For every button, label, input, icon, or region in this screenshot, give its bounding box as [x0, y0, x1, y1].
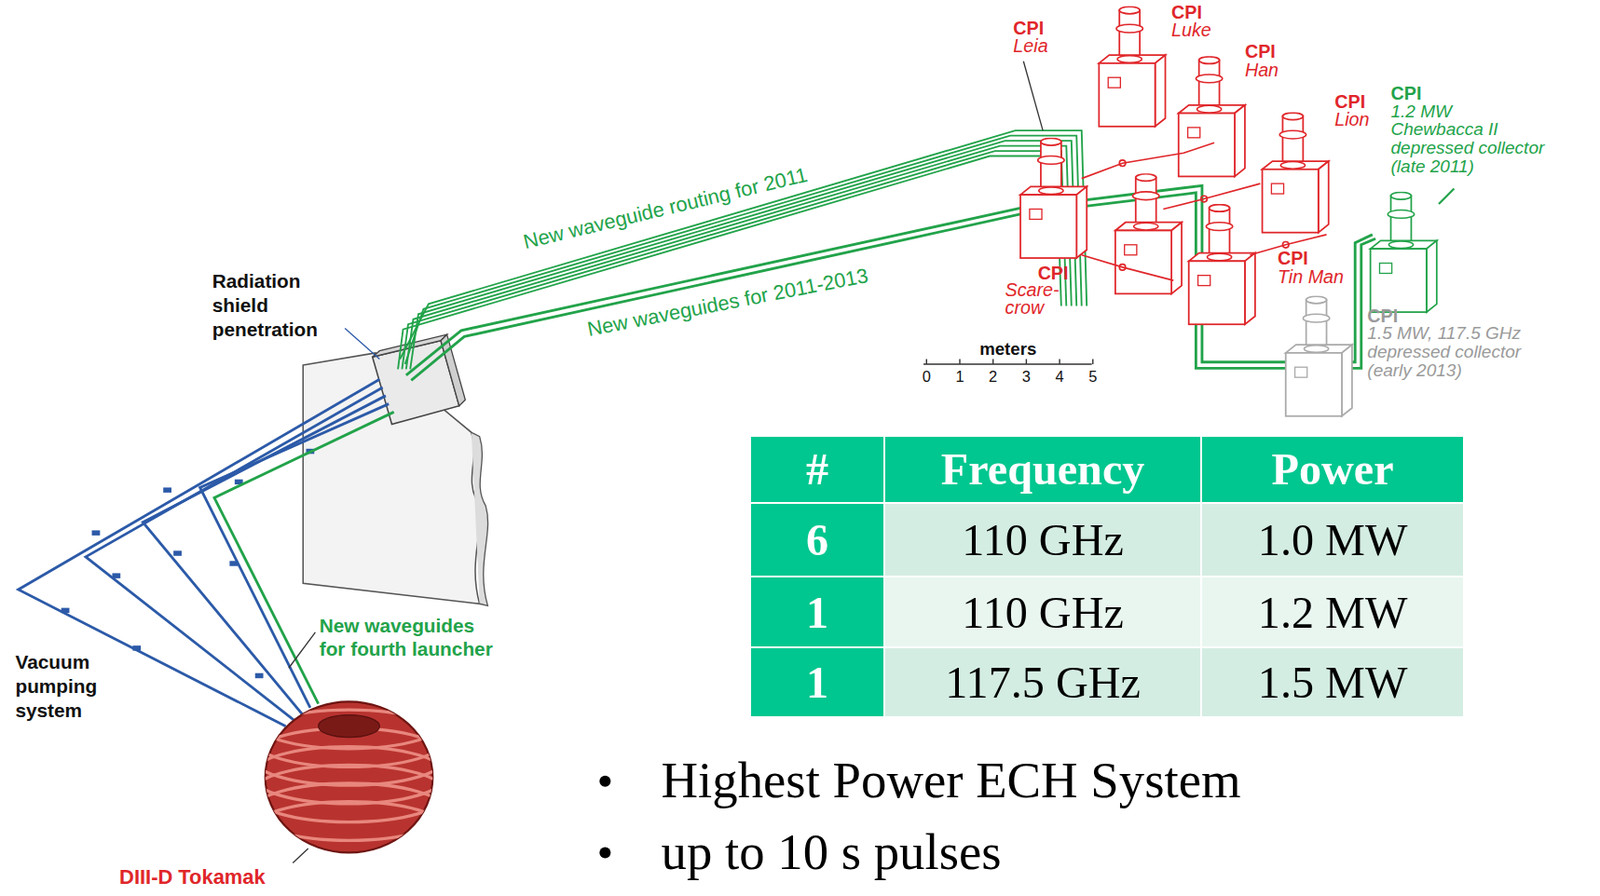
gyrotron-name: Luke	[1171, 20, 1212, 42]
tokamak-label: DIII-D Tokamak	[119, 866, 266, 889]
bullet-dot	[599, 847, 611, 859]
callout-label: New waveguides for fourth launcher	[319, 615, 500, 662]
table-cell: 1.2 MW	[1201, 576, 1465, 649]
scale-number: 0	[922, 368, 931, 385]
maker-label: CPI	[1244, 41, 1276, 63]
table-value: 6	[806, 515, 829, 565]
scale-number: 2	[988, 368, 998, 385]
table-cell: 1.5 MW	[1201, 647, 1465, 717]
bullet-dot	[599, 776, 611, 788]
table-cell: 1	[750, 647, 886, 717]
table-value: 1.2 MW	[1258, 588, 1409, 638]
table-value: 1	[806, 657, 829, 708]
maker-label: CPI	[1334, 92, 1366, 113]
table-value: 117.5 GHz	[944, 657, 1141, 708]
table-value: 1	[806, 588, 829, 638]
gyrotron-name: 1.2 MW Chewbacca II depressed collector …	[1391, 102, 1548, 178]
red-waveguides	[1081, 142, 1327, 281]
table-header: Power	[1271, 444, 1395, 494]
waveguide-label: New waveguides for 2011-2013	[585, 264, 870, 342]
table-value: 1.5 MW	[1258, 657, 1409, 708]
bullet-text: Highest Power ECH System	[661, 752, 1242, 811]
tokamak	[250, 691, 447, 860]
maker-label: CPI	[1038, 263, 1069, 285]
scale-number: 4	[1055, 368, 1065, 385]
table-cell: 117.5 GHz	[884, 647, 1201, 717]
table-cell: 110 GHz	[884, 576, 1201, 649]
scale-number: 5	[1088, 368, 1097, 385]
waveguide-label: New waveguide routing for 2011	[520, 164, 809, 254]
table-value: 110 GHz	[961, 515, 1123, 565]
table-value: 1.0 MW	[1258, 515, 1409, 565]
gyrotron-name: Scare-crow	[1005, 281, 1067, 316]
gyrotron-name: 1.5 MW, 117.5 GHz depressed collector (e…	[1367, 324, 1528, 381]
bullet-text: up to 10 s pulses	[661, 823, 1002, 883]
maker-label: CPI	[1012, 18, 1044, 40]
table-header: #	[806, 444, 829, 494]
table-cell: 1	[750, 576, 886, 649]
table-cell: 110 GHz	[884, 503, 1201, 577]
table-header-cell: #	[750, 436, 886, 504]
table-header: Frequency	[941, 444, 1146, 494]
green-waveguides	[397, 130, 1087, 370]
waveguide-fittings	[61, 449, 315, 679]
table-header-cell: Power	[1201, 436, 1465, 504]
table-value: 110 GHz	[961, 588, 1123, 638]
table-cell: 1.0 MW	[1201, 503, 1465, 577]
gyrotron-name: Han	[1244, 60, 1279, 82]
gyrotron-name: Tin Man	[1277, 267, 1344, 288]
table-header-cell: Frequency	[884, 436, 1201, 504]
blue-waveguides	[18, 379, 389, 726]
scale-bar	[923, 358, 1094, 364]
scale-number: 3	[1022, 368, 1031, 385]
leader-lines	[288, 61, 1455, 864]
gyrotron-name: Lion	[1334, 109, 1369, 131]
table-cell: 6	[750, 503, 886, 577]
radiation-shield	[302, 334, 488, 606]
maker-label: CPI	[1277, 248, 1309, 270]
callout-label: Vacuum pumping system	[14, 650, 118, 724]
maker-label: CPI	[1367, 306, 1398, 328]
scale-number: 1	[955, 368, 964, 385]
gyrotron-name: Leia	[1012, 36, 1048, 57]
maker-label: CPI	[1391, 83, 1423, 105]
callout-label: Radiation shield penetration	[212, 269, 356, 342]
scale-label: meters	[979, 340, 1037, 359]
